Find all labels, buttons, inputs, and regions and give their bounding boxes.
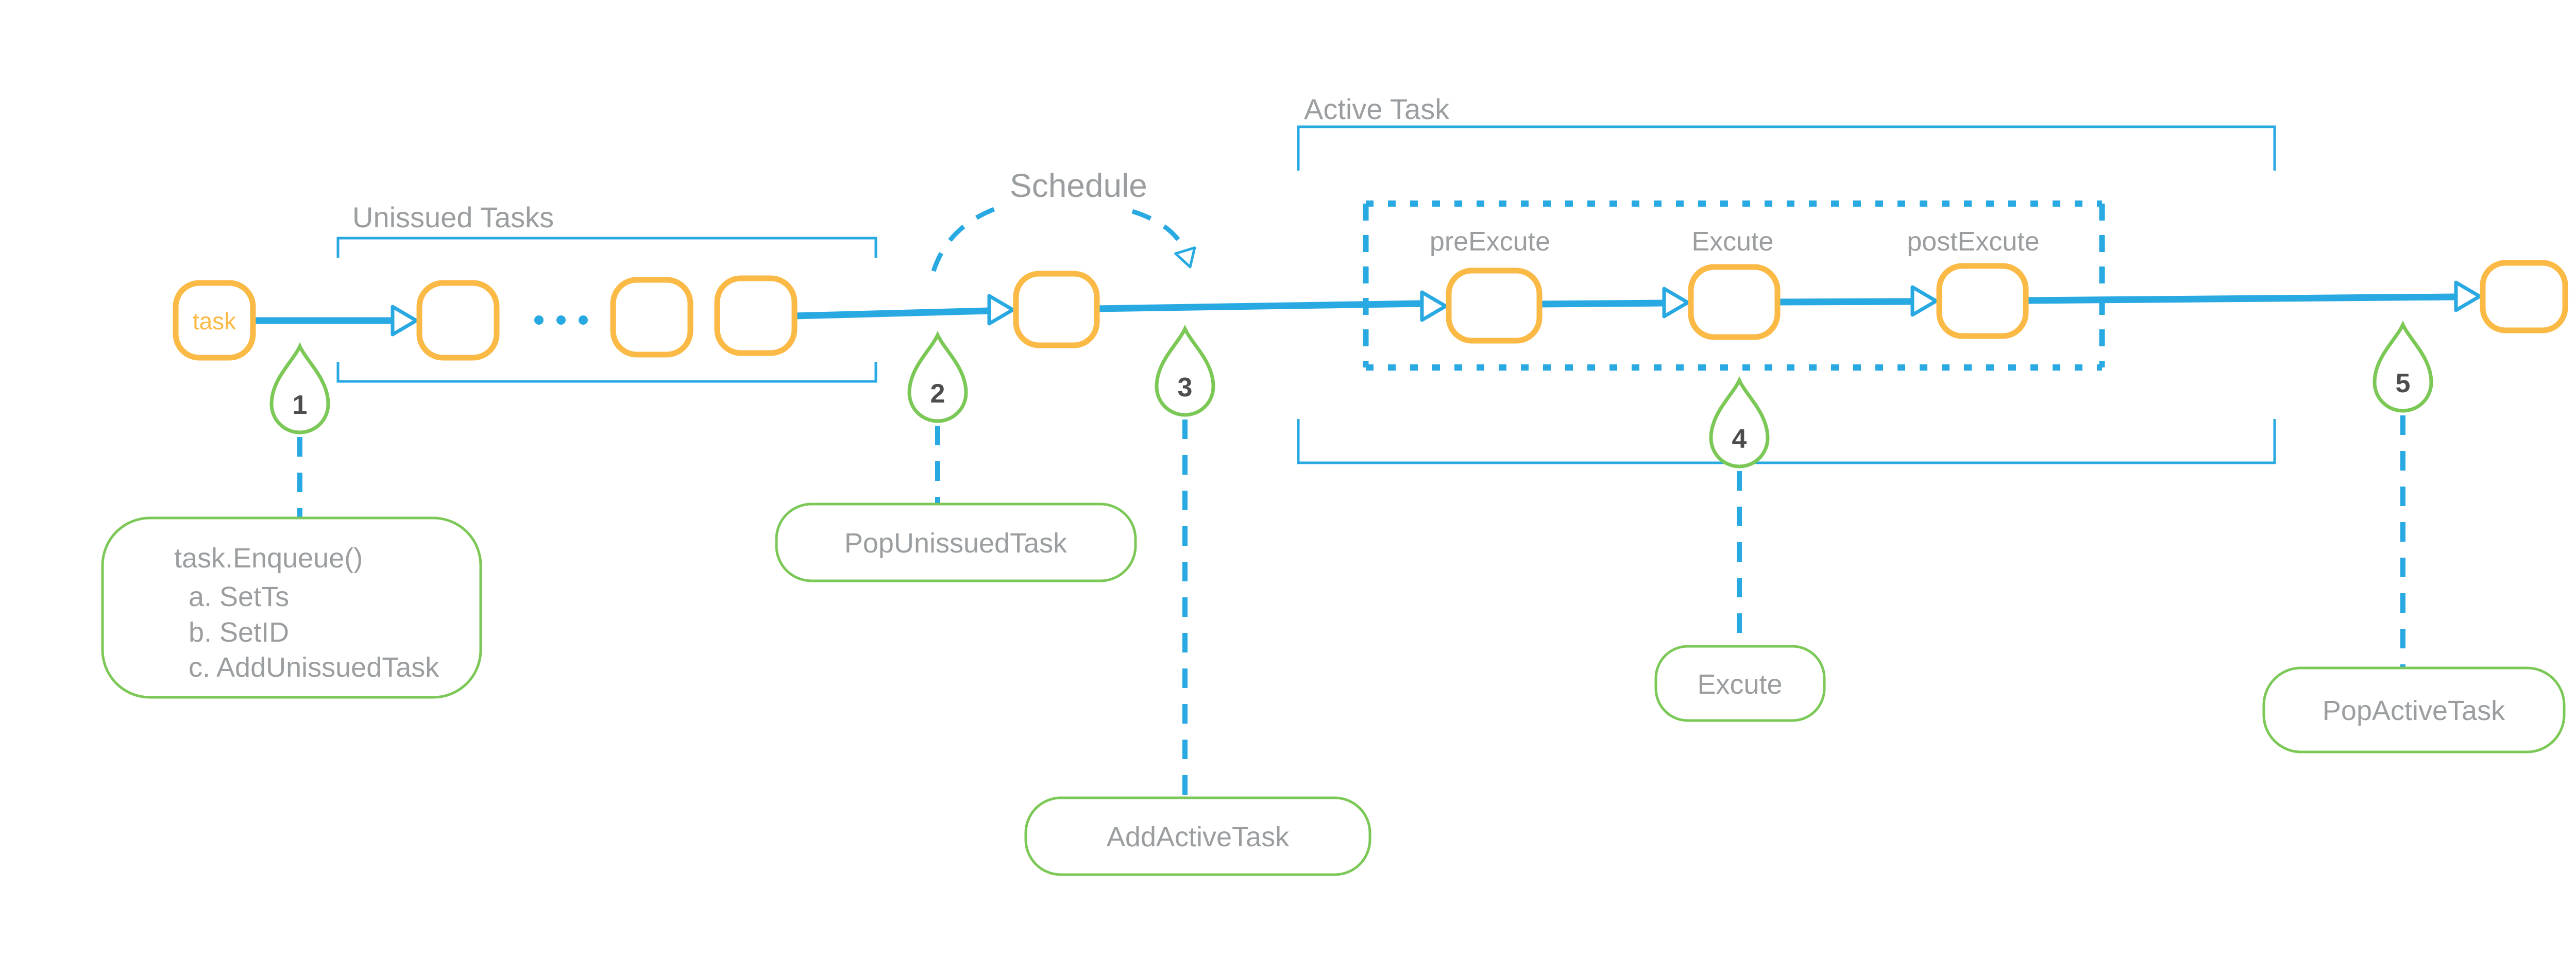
marker-5-number: 5	[2396, 369, 2411, 398]
pop-active-task-callout-label: PopActiveTask	[2323, 695, 2505, 726]
post-excute-label: postExcute	[1907, 227, 2039, 257]
pre-excute-label: preExcute	[1430, 227, 1550, 257]
marker-2: 2	[907, 330, 968, 423]
pop-active-task-callout-box	[2262, 666, 2566, 754]
marker-3: 3	[1155, 324, 1215, 417]
task-node-label: task	[193, 308, 236, 334]
marker-4-number: 4	[1732, 424, 1747, 454]
schedule-arc-arrow-head	[1174, 246, 1196, 269]
marker-2-number: 2	[930, 379, 945, 409]
enqueue-callout-box	[101, 516, 482, 699]
enqueue-callout-item-b: b. SetID	[189, 617, 289, 648]
queue-node-1	[416, 280, 500, 361]
schedule-node	[1013, 271, 1100, 348]
queue-node-3	[714, 275, 798, 356]
flow-arrows	[253, 280, 2482, 337]
schedule-arc-right	[1131, 209, 1189, 256]
marker-1-number: 1	[293, 390, 308, 420]
queue-node-2	[610, 277, 693, 358]
arrow-head-to-post-excute	[1910, 285, 1938, 317]
add-active-task-callout-label: AddActiveTask	[1107, 822, 1290, 852]
excute-callout-box	[1654, 645, 1826, 722]
active-task-bracket-bottom	[1297, 419, 2276, 464]
enqueue-callout-item-c: c. AddUnissuedTask	[189, 652, 439, 683]
active-task-bracket-top	[1297, 125, 2276, 171]
excute-node	[1688, 264, 1781, 340]
schedule-arc-left	[931, 203, 1007, 272]
marker-1: 1	[269, 342, 330, 434]
active-task-title: Active Task	[1304, 93, 1450, 125]
excute-callout-label: Excute	[1697, 669, 1782, 700]
active-task-dotted-box	[1363, 200, 2105, 371]
arrow-head-to-schedule-node	[987, 294, 1015, 326]
task-node	[173, 280, 256, 361]
schedule-title: Schedule	[1010, 167, 1147, 204]
enqueue-callout-item-a: a. SetTs	[189, 581, 289, 612]
marker-3-number: 3	[1178, 373, 1193, 403]
unissued-tasks-bracket-top	[336, 237, 877, 258]
unissued-tasks-title: Unissued Tasks	[352, 201, 554, 233]
pop-unissued-task-callout-label: PopUnissuedTask	[844, 528, 1067, 559]
pre-excute-node	[1446, 267, 1543, 344]
arrow-head-to-excute	[1662, 287, 1690, 319]
queue-ellipsis-dots	[534, 315, 588, 325]
excute-label: Excute	[1692, 227, 1774, 257]
final-node	[2480, 260, 2568, 333]
enqueue-callout-title: task.Enqueue()	[174, 543, 363, 574]
marker-5: 5	[2372, 320, 2433, 413]
add-active-task-callout-box	[1024, 796, 1371, 876]
unissued-tasks-bracket-bottom	[336, 362, 877, 383]
pop-unissued-task-callout-box	[775, 503, 1137, 582]
arrow-head-to-queue	[391, 305, 418, 337]
arrow-head-to-pre-excute	[1420, 290, 1448, 322]
marker-4: 4	[1709, 376, 1770, 468]
post-excute-node	[1936, 263, 2029, 339]
arrow-head-to-final-node	[2454, 280, 2482, 312]
